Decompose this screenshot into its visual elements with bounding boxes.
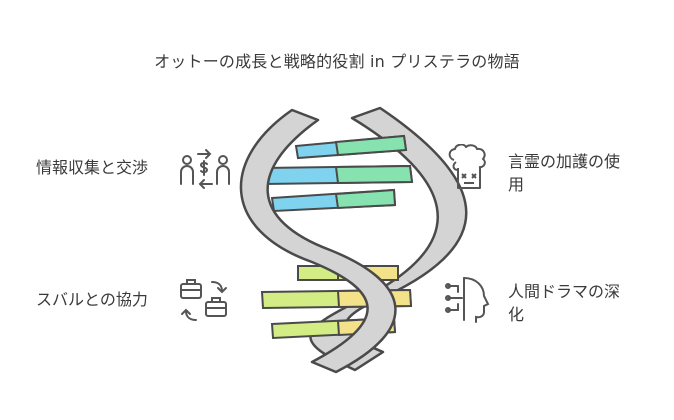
rung-top-3-right (334, 188, 397, 210)
magic-brain-icon (448, 144, 486, 189)
rung-top-1-right (334, 134, 408, 157)
people-exchange-icon (180, 149, 230, 189)
label-kotodama-line1: 言霊の加護の使 (508, 152, 621, 171)
diagram-title: オットーの成長と戦略的役割 in プリステラの物語 (154, 52, 520, 71)
label-human-drama-line2: 化 (508, 305, 525, 324)
label-information-negotiation: 情報収集と交渉 (36, 158, 149, 177)
helix-strand-front (239, 108, 397, 374)
label-human-drama-line1: 人間ドラマの深 (508, 282, 621, 301)
ai-head-icon (445, 277, 490, 323)
label-subaru-cooperation: スバルとの協力 (36, 290, 148, 309)
rung-top-2-right (334, 164, 414, 185)
briefcase-exchange-icon (180, 279, 227, 321)
helix-strand-back (309, 106, 468, 372)
label-kotodama-line2: 用 (508, 175, 525, 194)
